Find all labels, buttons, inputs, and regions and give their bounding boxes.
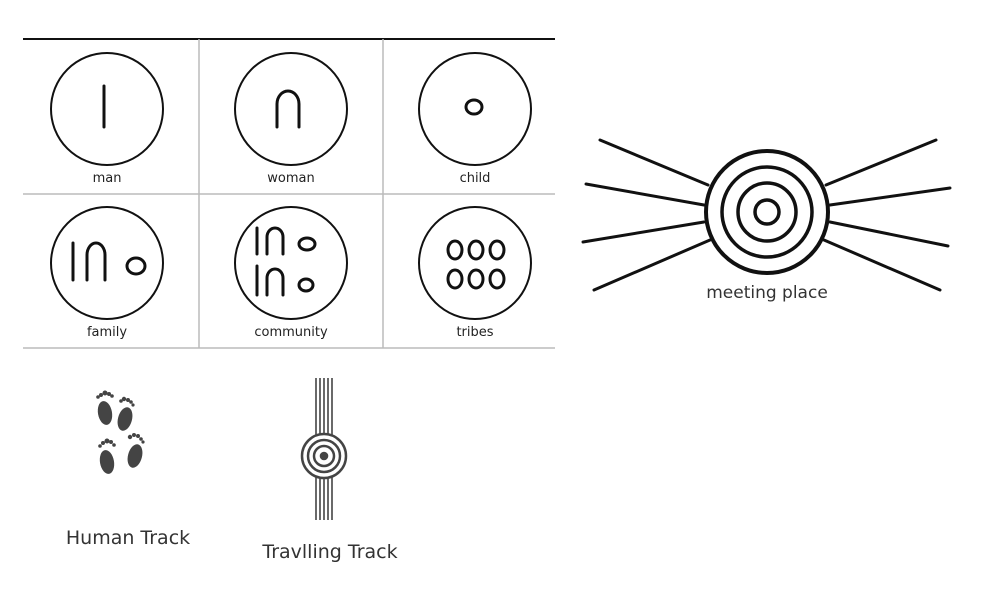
human-track-label: Human Track (65, 527, 191, 549)
tribes-circle (418, 206, 532, 320)
footprints-icon (96, 390, 145, 474)
family-icon (71, 241, 147, 282)
symbol-label-child: child (459, 171, 491, 186)
family-circle (50, 206, 164, 320)
community-circle (234, 206, 348, 320)
symbol-label-family: family (86, 325, 128, 340)
child-circle (418, 52, 532, 166)
woman-icon (275, 89, 301, 129)
child-icon (464, 98, 484, 116)
symbol-label-tribes: tribes (456, 325, 494, 340)
meeting-place-label: meeting place (706, 283, 828, 303)
symbol-label-community: community (254, 325, 328, 340)
man-circle (50, 52, 164, 166)
symbol-label-woman: woman (267, 171, 315, 186)
symbol-grid (23, 38, 555, 349)
tribes-icon (446, 239, 506, 290)
travelling-track-icon (300, 378, 348, 520)
meeting-place-icon (581, 138, 952, 292)
travelling-track-label: Travlling Track (262, 541, 398, 563)
symbol-label-man: man (92, 171, 122, 186)
community-icon (255, 226, 317, 297)
woman-circle (234, 52, 348, 166)
